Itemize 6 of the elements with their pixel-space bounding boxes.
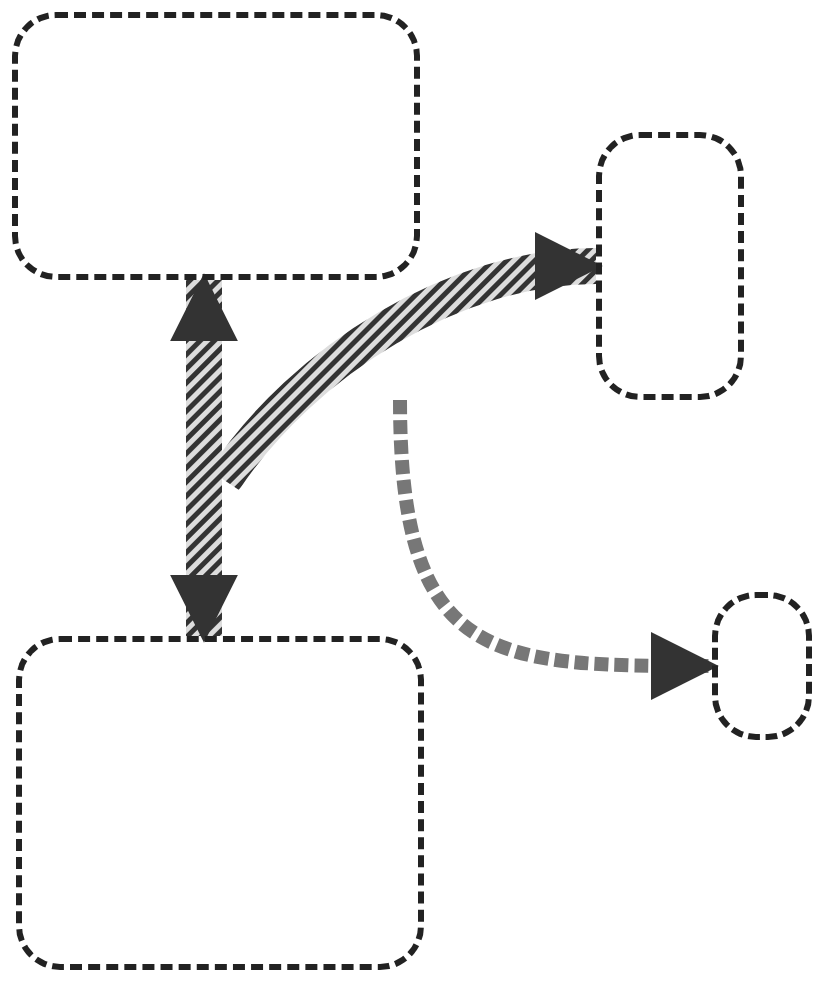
dashed-box [12, 12, 420, 280]
dashed-box [16, 636, 424, 970]
arrow [170, 273, 238, 643]
arrow [393, 399, 719, 700]
dashed-box [712, 592, 812, 740]
dashed-box [596, 132, 744, 400]
